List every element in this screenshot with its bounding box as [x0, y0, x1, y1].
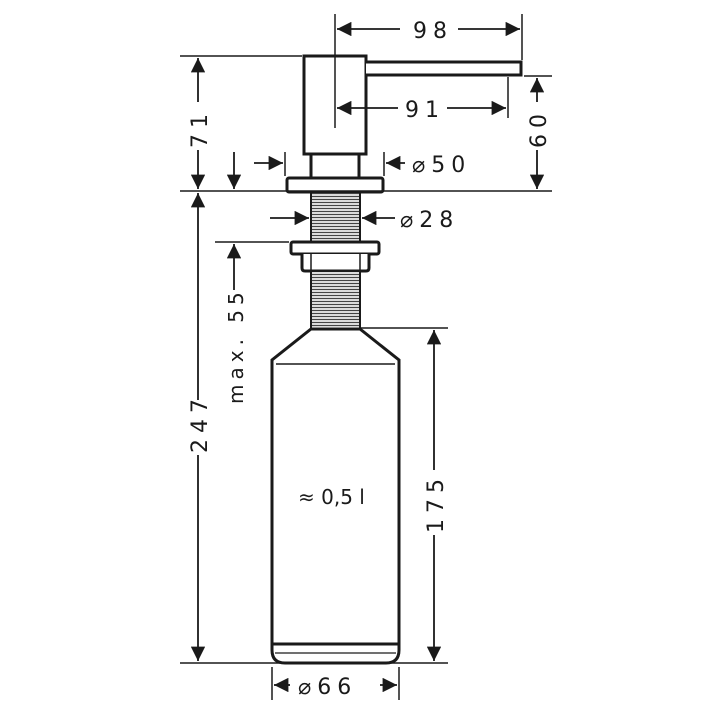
dim-label-247: 247	[188, 393, 213, 453]
mounting-nut	[289, 240, 381, 256]
flange	[285, 176, 385, 194]
dim-label-175: 175	[424, 473, 449, 533]
pump-neck	[309, 152, 361, 180]
spout	[366, 60, 523, 77]
threaded-shank-lower	[310, 270, 361, 330]
extension-lines	[180, 14, 552, 700]
dim-label-diameter-28: ⌀28	[400, 208, 459, 233]
dim-label-60: 60	[527, 108, 552, 148]
dim-label-diameter-50: ⌀50	[412, 153, 471, 178]
dim-label-71: 71	[188, 108, 213, 148]
dim-label-max-55: max. 55	[224, 287, 248, 404]
dispenser-body	[270, 54, 523, 665]
bottle-capacity-label: ≈ 0,5 l	[298, 485, 365, 509]
threaded-shank-upper	[310, 191, 361, 243]
nut-collar	[300, 254, 371, 273]
dim-label-diameter-66: ⌀66	[298, 675, 357, 700]
dim-label-91: 91	[405, 98, 445, 123]
dim-label-98: 98	[413, 19, 453, 44]
